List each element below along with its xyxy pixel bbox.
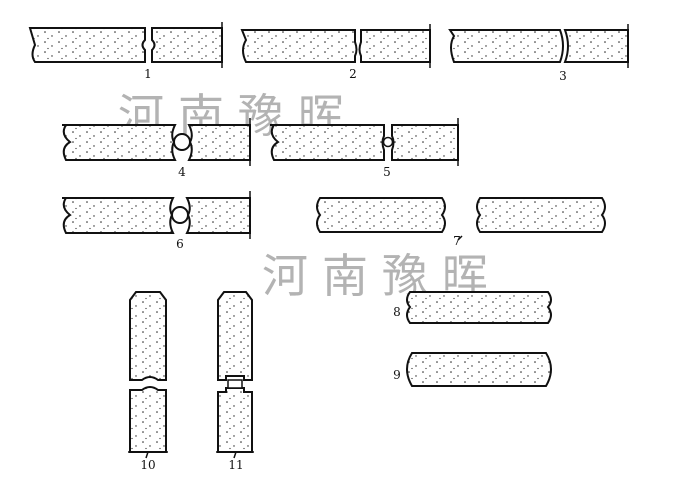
label-3: 3 [559,69,567,83]
joint-4: 4 [62,118,251,179]
label-1: 1 [144,67,152,81]
joint-5: 5 [270,118,459,179]
label-9: 9 [393,368,401,382]
panel-7: 7 [316,197,606,248]
label-6: 6 [176,237,184,251]
label-5: 5 [383,165,391,179]
panel-8: 8 [393,291,552,324]
joint-6: 6 [62,191,251,251]
joint-2: 2 [240,24,431,81]
joint-3: 3 [448,24,629,83]
label-2: 2 [349,67,357,81]
label-4: 4 [178,165,186,179]
joint-11: 11 [216,291,254,472]
label-11: 11 [228,458,243,472]
label-8: 8 [393,305,401,319]
label-7: 7 [453,234,461,248]
joint-10: 10 [128,291,168,472]
joint-1: 1 [28,22,223,81]
panel-9: 9 [393,352,552,387]
label-10: 10 [140,458,155,472]
